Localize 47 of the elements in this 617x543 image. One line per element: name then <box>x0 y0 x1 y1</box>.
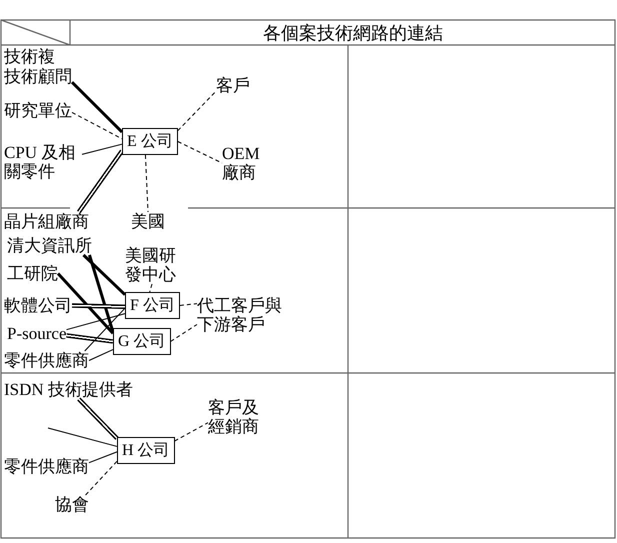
connector-line <box>70 81 124 134</box>
connector-line <box>85 460 118 496</box>
connector-line <box>56 272 114 334</box>
entity-label: 零件供應商 <box>4 351 89 370</box>
entity-label: 軟體公司 <box>4 296 72 315</box>
entity-label: 協會 <box>55 495 89 514</box>
company-box: G 公司 <box>113 328 171 355</box>
connector-line <box>72 112 122 140</box>
entity-label: OEM 廠商 <box>222 144 268 182</box>
entity-label: 客戶 <box>216 76 250 95</box>
column-header: 各個案技術網路的連結 <box>263 24 443 44</box>
entity-label: 代工客戶與下游客戶 <box>197 296 285 334</box>
entity-label: 晶片組廠商 <box>4 212 89 231</box>
connector-line <box>66 333 114 344</box>
company-box: H 公司 <box>117 437 175 464</box>
entity-label: ISDN 技術提供者 <box>4 380 133 399</box>
connector-line <box>144 154 148 212</box>
connector-line <box>88 349 114 361</box>
entity-label: 美國研發中心 <box>125 246 179 284</box>
connector-line <box>179 303 198 306</box>
connector-line <box>177 141 222 164</box>
company-box: F 公司 <box>125 292 180 319</box>
connector-line <box>88 451 118 464</box>
entity-label: 客戶及經銷商 <box>208 398 262 436</box>
connector-line <box>149 284 152 292</box>
entity-label: 清大資訊所 <box>7 236 92 255</box>
connector-line <box>66 313 126 330</box>
entity-label: P-source <box>7 324 66 343</box>
company-box: E 公司 <box>122 128 178 155</box>
entity-label: 美國 <box>131 212 165 231</box>
connector-line <box>170 324 198 342</box>
entity-label: 工研院 <box>7 264 58 283</box>
connector-line <box>77 150 124 214</box>
entity-label: CPU 及相關零件 <box>4 143 82 181</box>
entity-label: 研究單位 <box>4 101 72 120</box>
connector-line <box>77 397 119 440</box>
entity-label: 技術顧問 <box>4 67 72 86</box>
connector-line <box>174 422 208 442</box>
connector-line <box>82 254 126 296</box>
connector-line <box>48 428 118 447</box>
connector-line <box>177 90 216 132</box>
connector-line <box>82 144 122 155</box>
connector-line <box>88 254 114 332</box>
entity-label: 零件供應商 <box>4 457 89 476</box>
entity-label: 技術複 <box>4 47 55 66</box>
connector-line <box>72 303 126 310</box>
connector-line <box>84 308 126 352</box>
